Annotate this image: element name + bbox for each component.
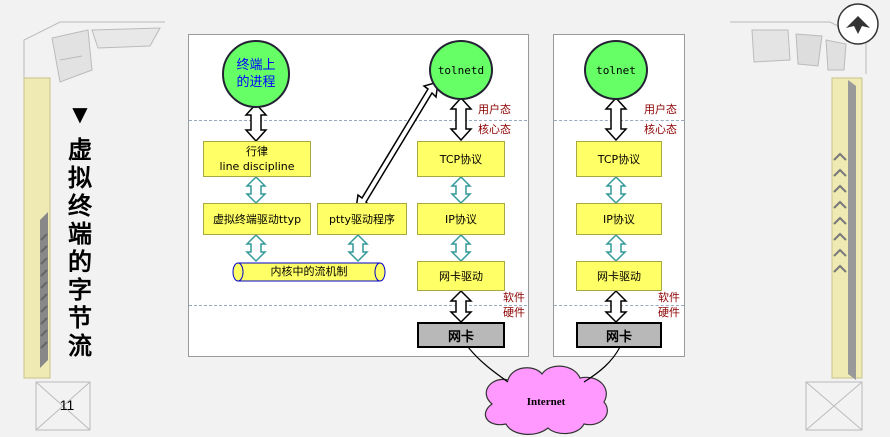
tcp-box: TCP协议: [417, 141, 505, 177]
process-label: 终端上 的进程: [236, 58, 276, 90]
title-char: 虚: [68, 136, 92, 164]
hardware-label: 硬件: [503, 306, 525, 319]
internet-cloud: [484, 365, 608, 435]
telnet-label: tolnet: [596, 63, 636, 77]
telnetd-node: tolnetd: [429, 40, 493, 100]
nic-to-internet-line: [583, 346, 621, 383]
double-arrow-icon: [244, 102, 268, 143]
double-arrow-icon: [449, 96, 473, 142]
kernel-stream-cylinder: [232, 262, 386, 282]
process-node: 终端上 的进程: [222, 40, 290, 108]
title-char: 拟: [68, 164, 92, 192]
slide-title: ▼ 虚 拟 终 端 的 字 节 流: [62, 100, 98, 360]
double-arrow-icon: [604, 96, 628, 142]
internet-label: Internet: [526, 396, 566, 408]
hardware-label: 硬件: [658, 306, 680, 319]
teal-double-arrow-icon: [605, 233, 627, 263]
user-kernel-boundary: [189, 120, 527, 121]
title-char: 的: [68, 248, 92, 276]
teal-double-arrow-icon: [450, 175, 472, 205]
nic-box: 网卡: [576, 322, 662, 348]
title-char: 终: [68, 192, 92, 220]
ip-box: IP协议: [576, 203, 662, 235]
pty-driver-label: ptty驱动程序: [328, 212, 396, 226]
line-discipline-box: 行律 line discipline: [203, 141, 311, 177]
ip-label: IP协议: [603, 212, 635, 226]
user-mode-label: 用户态: [478, 103, 511, 116]
teal-double-arrow-icon: [347, 233, 369, 263]
nic-driver-label: 网卡驱动: [439, 269, 483, 283]
software-label: 软件: [658, 291, 680, 304]
kernel-mode-label: 核心态: [478, 123, 511, 136]
telnetd-label: tolnetd: [437, 63, 485, 77]
double-arrow-icon: [604, 289, 628, 324]
kernel-mode-label: 核心态: [644, 123, 677, 136]
user-mode-label: 用户态: [644, 103, 677, 116]
teal-double-arrow-icon: [245, 175, 267, 205]
vterm-driver-label: 虚拟终端驱动ttyp: [212, 212, 302, 226]
ip-label: IP协议: [445, 212, 477, 226]
page-number: 11: [59, 397, 75, 413]
teal-double-arrow-icon: [245, 233, 267, 263]
title-char: 字: [68, 276, 92, 304]
title-char: 端: [68, 220, 92, 248]
software-hardware-boundary: [189, 305, 527, 306]
nic-driver-box: 网卡驱动: [417, 261, 505, 291]
nic-to-internet-line: [467, 346, 509, 383]
software-label: 软件: [503, 291, 525, 304]
ip-box: IP协议: [417, 203, 505, 235]
nic-box: 网卡: [417, 322, 505, 348]
nic-driver-label: 网卡驱动: [597, 269, 641, 283]
kernel-stream-label: 内核中的流机制: [270, 265, 348, 278]
nic-label: 网卡: [605, 329, 632, 345]
nic-driver-box: 网卡驱动: [576, 261, 662, 291]
nic-label: 网卡: [447, 329, 474, 345]
triangle-bullet-icon: ▼: [72, 102, 88, 126]
vterm-driver-box: 虚拟终端驱动ttyp: [203, 203, 311, 235]
title-char: 流: [68, 332, 92, 360]
pty-driver-box: ptty驱动程序: [317, 203, 407, 235]
line-discipline-label: 行律 line discipline: [219, 145, 295, 173]
double-arrow-icon: [449, 289, 473, 324]
title-char: 节: [68, 304, 92, 332]
telnet-node: tolnet: [584, 40, 648, 100]
tcp-label: TCP协议: [597, 152, 641, 166]
tcp-label: TCP协议: [439, 152, 483, 166]
teal-double-arrow-icon: [605, 175, 627, 205]
tcp-box: TCP协议: [576, 141, 662, 177]
teal-double-arrow-icon: [450, 233, 472, 263]
